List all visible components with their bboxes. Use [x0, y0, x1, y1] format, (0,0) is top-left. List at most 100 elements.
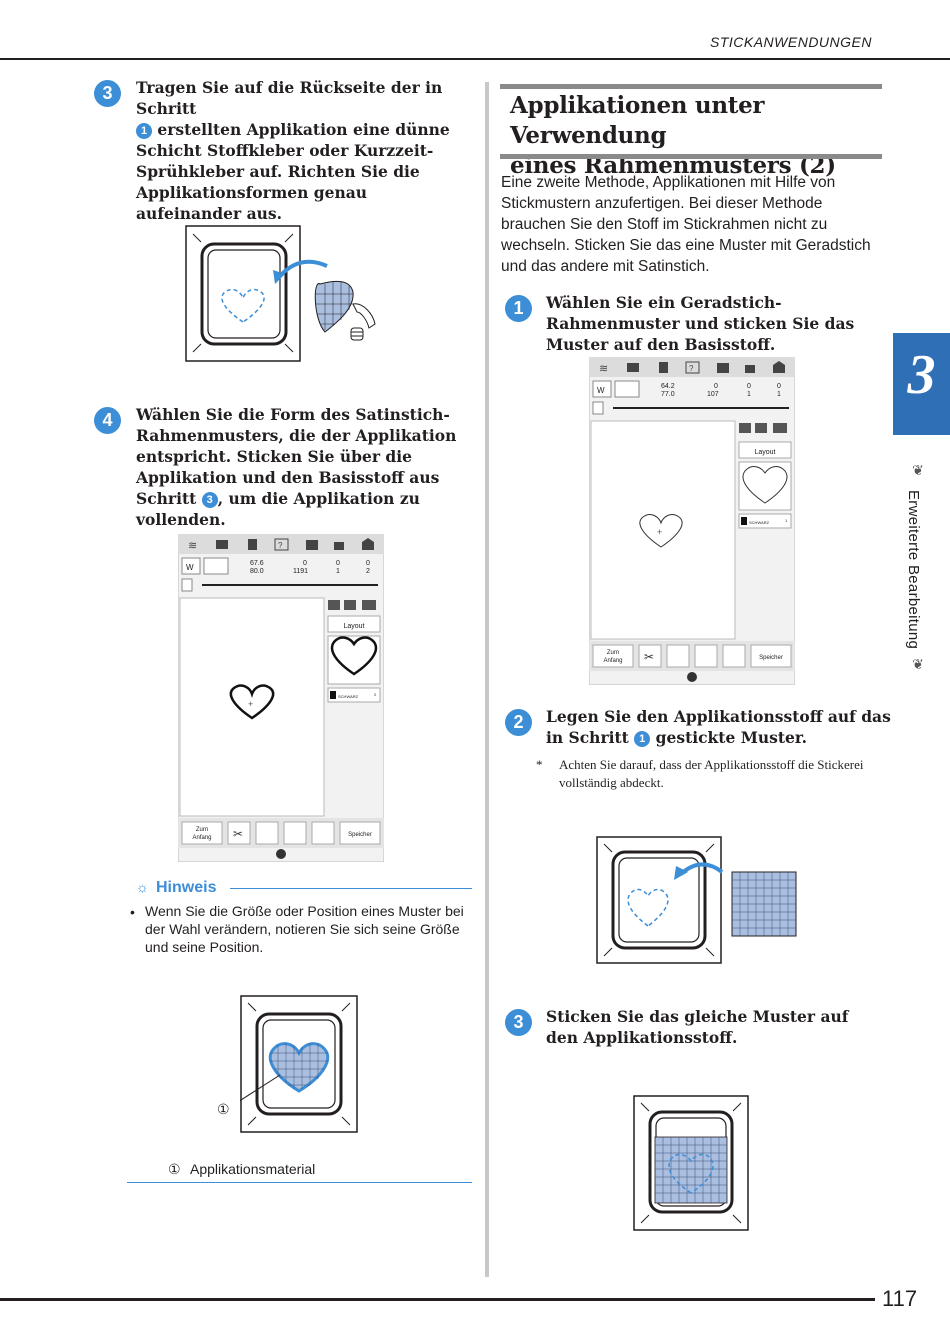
right-step-1-text: Wählen Sie ein Geradstich-Rahmenmuster u…	[546, 293, 855, 354]
svg-text:2: 2	[374, 692, 377, 697]
document-icon	[659, 362, 668, 373]
machine-screen-left: ≋ ? W 67.6 80.0 0 1191 0 1 0 2 + Layout …	[178, 534, 384, 862]
camera-icon	[216, 540, 228, 549]
svg-text:80.0: 80.0	[250, 568, 264, 575]
settings-icon	[717, 363, 729, 373]
running-header: STICKANWENDUNGEN	[709, 34, 872, 50]
cut-icon	[227, 821, 251, 845]
svg-text:Layout: Layout	[754, 449, 775, 456]
step-ref-badge: 1	[634, 731, 651, 747]
step-ref-badge: 1	[136, 123, 152, 139]
svg-text:✂: ✂	[233, 827, 243, 841]
lock-icon	[334, 542, 344, 550]
footer-rule	[0, 1298, 875, 1301]
section-rule-top	[500, 84, 882, 89]
move-icon	[694, 644, 718, 668]
svg-text:1: 1	[747, 391, 751, 398]
help-icon	[685, 361, 700, 374]
svg-text:Anfang: Anfang	[603, 658, 622, 664]
hint-icon: ☼	[136, 879, 149, 895]
hint-bullet-text: Wenn Sie die Größe oder Position eines M…	[145, 903, 464, 955]
svg-text:0: 0	[714, 383, 718, 390]
header-rule	[0, 58, 950, 60]
svg-text:Layout: Layout	[343, 623, 364, 630]
svg-text:SCHWARZ: SCHWARZ	[749, 520, 770, 525]
svg-text:W: W	[186, 563, 194, 572]
svg-text:0: 0	[777, 383, 781, 390]
column-divider	[485, 82, 489, 1277]
legend-marker: ①	[168, 1161, 181, 1177]
svg-text:?: ?	[689, 364, 694, 373]
step-badge-3: 3	[94, 80, 121, 107]
step-3-text: Tragen Sie auf die Rückseite der in Schr…	[136, 78, 450, 223]
hint-title: Hinweis	[156, 879, 217, 896]
svg-text:Speicher: Speicher	[348, 832, 372, 838]
fabric-hoop-illustration	[633, 1095, 749, 1231]
trial-icon	[311, 821, 335, 845]
svg-text:1191: 1191	[293, 568, 308, 575]
move-icon	[283, 821, 307, 845]
svg-text:+: +	[657, 527, 662, 537]
svg-text:64.2: 64.2	[661, 383, 675, 390]
svg-text:Anfang: Anfang	[192, 835, 211, 841]
hint-bullet-dot: •	[130, 904, 135, 920]
help-icon	[274, 538, 289, 551]
lock-icon	[745, 365, 755, 373]
hint-rule	[230, 888, 472, 889]
section-title: Applikationen unter Verwendung eines Rah…	[510, 92, 836, 179]
svg-text:Zurn: Zurn	[607, 650, 619, 656]
ornament-icon: ❦	[912, 462, 924, 478]
svg-text:0: 0	[303, 560, 307, 567]
right-step-3-text: Sticken Sie das gleiche Muster auf den A…	[546, 1007, 849, 1047]
svg-text:W: W	[597, 386, 605, 395]
wifi-icon: ≋	[599, 363, 608, 375]
document-icon	[248, 539, 257, 550]
note-star: *	[536, 757, 543, 772]
svg-text:107: 107	[707, 391, 719, 398]
wifi-icon: ≋	[188, 540, 197, 552]
svg-text:0: 0	[366, 560, 370, 567]
svg-text:+: +	[248, 699, 253, 709]
section-rule-bottom	[500, 154, 882, 159]
right-step-2-text: Legen Sie den Applikationsstoff auf das …	[546, 707, 891, 747]
svg-text:Zurn: Zurn	[196, 827, 208, 833]
callout-marker: ①	[217, 1101, 230, 1117]
svg-text:77.0: 77.0	[661, 391, 675, 398]
svg-text:2: 2	[366, 568, 370, 575]
svg-text:1: 1	[336, 568, 340, 575]
svg-text:?: ?	[278, 541, 283, 550]
step-4-text: Wählen Sie die Form des Satinstich-Rahme…	[136, 405, 457, 529]
settings-icon	[306, 540, 318, 550]
glue-illustration	[185, 225, 376, 362]
step-badge-3-right: 3	[505, 1009, 532, 1036]
chapter-side-label: Erweiterte Bearbeitung	[905, 490, 922, 650]
svg-text:✂: ✂	[644, 650, 654, 664]
hint-end-rule	[127, 1182, 472, 1183]
home-icon	[362, 538, 374, 550]
svg-text:SCHWARZ: SCHWARZ	[338, 694, 359, 699]
ornament-icon: ❦	[912, 656, 924, 672]
clock-icon	[687, 672, 697, 682]
right-step-2-note: Achten Sie darauf, dass der Applikations…	[559, 757, 864, 790]
step-badge-4: 4	[94, 407, 121, 434]
svg-text:Speicher: Speicher	[759, 655, 783, 661]
chapter-number: 3	[907, 344, 936, 406]
step-ref-badge: 3	[201, 492, 218, 508]
camera-icon	[627, 363, 639, 372]
clock-icon	[276, 849, 286, 859]
page-number: 117	[882, 1286, 918, 1311]
needle-icon	[666, 644, 690, 668]
svg-text:67.6: 67.6	[250, 560, 264, 567]
fabric-placement-illustration	[596, 836, 797, 964]
svg-text:1: 1	[785, 518, 788, 523]
trial-icon	[722, 644, 746, 668]
applique-illustration	[240, 995, 358, 1133]
svg-text:0: 0	[336, 560, 340, 567]
step-badge-2: 2	[505, 709, 532, 736]
legend-label: Applikationsmaterial	[190, 1161, 316, 1177]
svg-text:0: 0	[747, 383, 751, 390]
cut-icon	[638, 644, 662, 668]
chapter-tab[interactable]	[893, 333, 950, 435]
svg-text:1: 1	[777, 391, 781, 398]
home-icon	[773, 361, 785, 373]
